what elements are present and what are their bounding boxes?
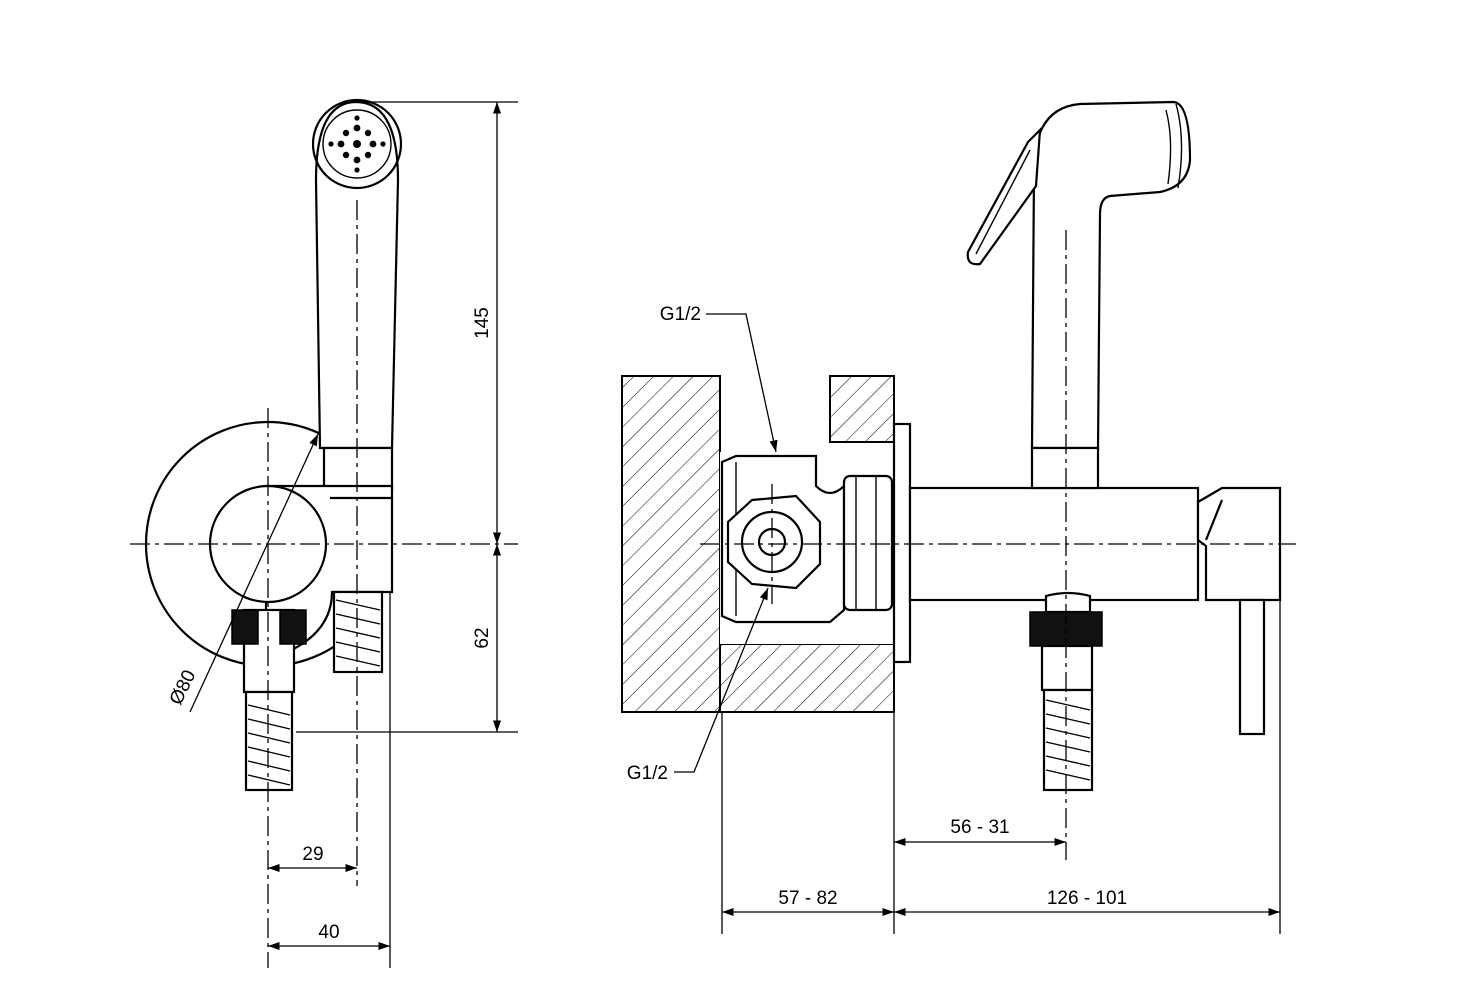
wall-section-bottom [719,643,895,713]
dim-145-label: 145 [472,307,493,339]
front-view [130,98,518,968]
dim-29-label: 29 [302,844,323,865]
side-trigger [966,127,1042,266]
dim-projection-label: 126 - 101 [1047,888,1127,909]
dim-40-label: 40 [318,922,339,943]
dim-outlet-label: 56 - 31 [950,817,1009,838]
front-nut-right [279,609,307,645]
thread-lower-label: G1/2 [627,763,668,784]
spray-nozzles [328,115,386,173]
side-handle-body [1030,100,1192,450]
side-dimensions [721,600,1281,934]
valve-connector [842,474,894,612]
front-dimensions [268,101,518,968]
front-spray-ring [322,109,392,179]
dim-wall-depth-label: 57 - 82 [778,888,837,909]
lever-handle [1238,598,1266,736]
dim-62-label: 62 [472,627,493,648]
side-handle-neck [1030,446,1100,490]
front-hose-left [247,704,291,786]
rosette-plate [892,422,912,664]
side-outlet [1044,591,1092,614]
front-hose-right [335,599,381,667]
wall-section-top [829,375,895,443]
thread-upper-label: G1/2 [660,304,701,325]
front-spray-head [311,98,403,190]
front-nut-left [231,609,259,645]
front-handle-neck [322,446,394,492]
side-view [621,100,1296,860]
side-hose [1045,699,1091,781]
